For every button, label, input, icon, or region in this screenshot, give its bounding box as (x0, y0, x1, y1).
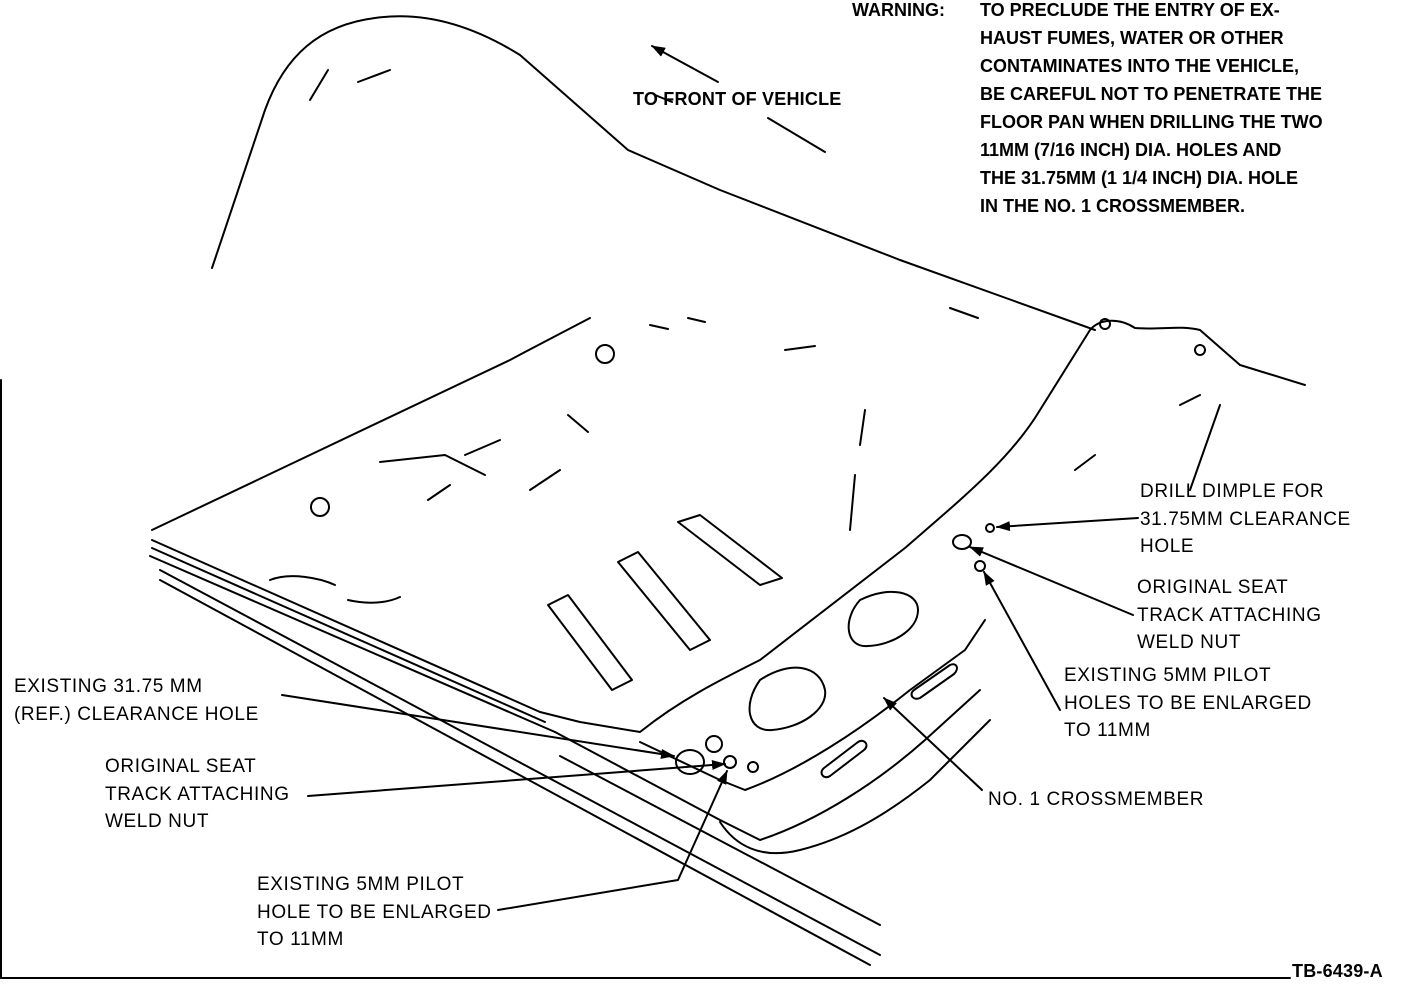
callout-drill-dimple: DRILL DIMPLE FOR 31.75MM CLEARANCE HOLE (1140, 478, 1351, 561)
warning-heading: WARNING: (852, 0, 945, 20)
callout-crossmember: NO. 1 CROSSMEMBER (988, 786, 1204, 814)
callout-line: HOLES TO BE ENLARGED (1064, 692, 1312, 714)
dimple-right (985, 523, 995, 533)
callout-line: TO 11MM (257, 929, 344, 950)
floor-rib-1 (547, 594, 633, 691)
tunnel-marks (309, 69, 979, 319)
warning-line: TO PRECLUDE THE ENTRY OF EX- (980, 0, 1280, 20)
direction-label: TO FRONT OF VEHICLE (633, 89, 842, 109)
leader-pilot-left (497, 770, 728, 911)
callout-line: NO. 1 CROSSMEMBER (988, 789, 1205, 810)
crossmember-slot-1 (748, 666, 827, 732)
crossmember-body (554, 619, 986, 841)
floor-curve (269, 575, 401, 604)
callout-line: TRACK ATTACHING (105, 783, 290, 805)
warning-text: TO PRECLUDE THE ENTRY OF EX- HAUST FUMES… (980, 0, 1364, 220)
pilot-hole-left-b (747, 761, 759, 773)
leader-drill-dimple (996, 517, 1139, 532)
crossmember-slot-3 (910, 663, 958, 700)
callout-line: 31.75MM CLEARANCE (1140, 508, 1351, 530)
crossmember-flange (719, 719, 991, 855)
rear-floor-line (1239, 364, 1306, 386)
floor-marks (427, 317, 1221, 531)
floor-pan-hem (149, 547, 556, 733)
seat-hole-rear-2 (1194, 344, 1206, 356)
seat-hole-rear-1 (1099, 318, 1111, 330)
leader-weld-nut-left (307, 760, 726, 797)
callout-line: ORIGINAL SEAT (105, 756, 257, 777)
callout-line: TO 11MM (1064, 720, 1151, 741)
floor-hole-upper (595, 344, 615, 364)
leader-clearance-left (281, 694, 675, 759)
floor-rib-2 (617, 551, 711, 651)
callout-line: DRILL DIMPLE FOR (1140, 481, 1325, 502)
warning-line: BE CAREFUL NOT TO PENETRATE THE (980, 84, 1323, 104)
callout-pilot-hole-left: EXISTING 5MM PILOT HOLE TO BE ENLARGED T… (257, 871, 492, 954)
leader-weld-nut-right (969, 546, 1134, 616)
warning-line: HAUST FUMES, WATER OR OTHER (980, 28, 1284, 48)
callout-pilot-holes-right: EXISTING 5MM PILOT HOLES TO BE ENLARGED … (1064, 662, 1312, 745)
callout-line: WELD NUT (105, 811, 210, 832)
callout-line: (REF.) CLEARANCE HOLE (14, 703, 259, 725)
callout-clearance-hole-left: EXISTING 31.75 MM (REF.) CLEARANCE HOLE (14, 673, 259, 728)
leader-crossmember (883, 697, 983, 791)
warning-line: CONTAMINATES INTO THE VEHICLE, (980, 56, 1300, 76)
pilot-hole-left-a (723, 755, 737, 769)
callout-line: TRACK ATTACHING (1137, 604, 1322, 626)
floor-rib-3 (677, 514, 783, 586)
direction-arrow (651, 45, 719, 83)
warning-line: FLOOR PAN WHEN DRILLING THE TWO (980, 112, 1323, 132)
callout-line: ORIGINAL SEAT (1137, 577, 1289, 598)
pilot-hole-right (974, 560, 986, 572)
crossmember-slot-2 (847, 590, 919, 648)
clearance-hole-right (952, 534, 972, 550)
crossmember-slot-4 (820, 739, 868, 779)
callout-line: HOLE (1140, 536, 1195, 557)
direction-tail (767, 117, 826, 153)
figure-id: TB-6439-A (1292, 961, 1383, 981)
tunnel-outline (211, 15, 1096, 331)
callout-line: HOLE TO BE ENLARGED (257, 901, 492, 923)
floor-recess (379, 414, 589, 491)
rocker-lines (159, 569, 881, 966)
callout-line: EXISTING 5MM PILOT (1064, 665, 1272, 686)
clearance-hole-left (675, 749, 705, 775)
weld-nut-left-ring (705, 735, 723, 753)
floor-hole-lower (310, 497, 330, 517)
callout-line: WELD NUT (1137, 632, 1242, 653)
callout-weld-nut-right: ORIGINAL SEAT TRACK ATTACHING WELD NUT (1137, 574, 1322, 657)
callout-weld-nut-left: ORIGINAL SEAT TRACK ATTACHING WELD NUT (105, 753, 290, 836)
callout-line: EXISTING 31.75 MM (14, 676, 203, 697)
floor-pan-front-edge (151, 319, 1241, 733)
callout-line: EXISTING 5MM PILOT (257, 874, 465, 895)
warning-line: THE 31.75MM (1 1/4 INCH) DIA. HOLE (980, 168, 1299, 188)
warning-line: 11MM (7/16 INCH) DIA. HOLES AND (980, 140, 1282, 160)
leader-pilot-right (983, 571, 1061, 711)
floor-pan-outline (151, 317, 591, 531)
warning-line: IN THE NO. 1 CROSSMEMBER. (980, 196, 1246, 216)
